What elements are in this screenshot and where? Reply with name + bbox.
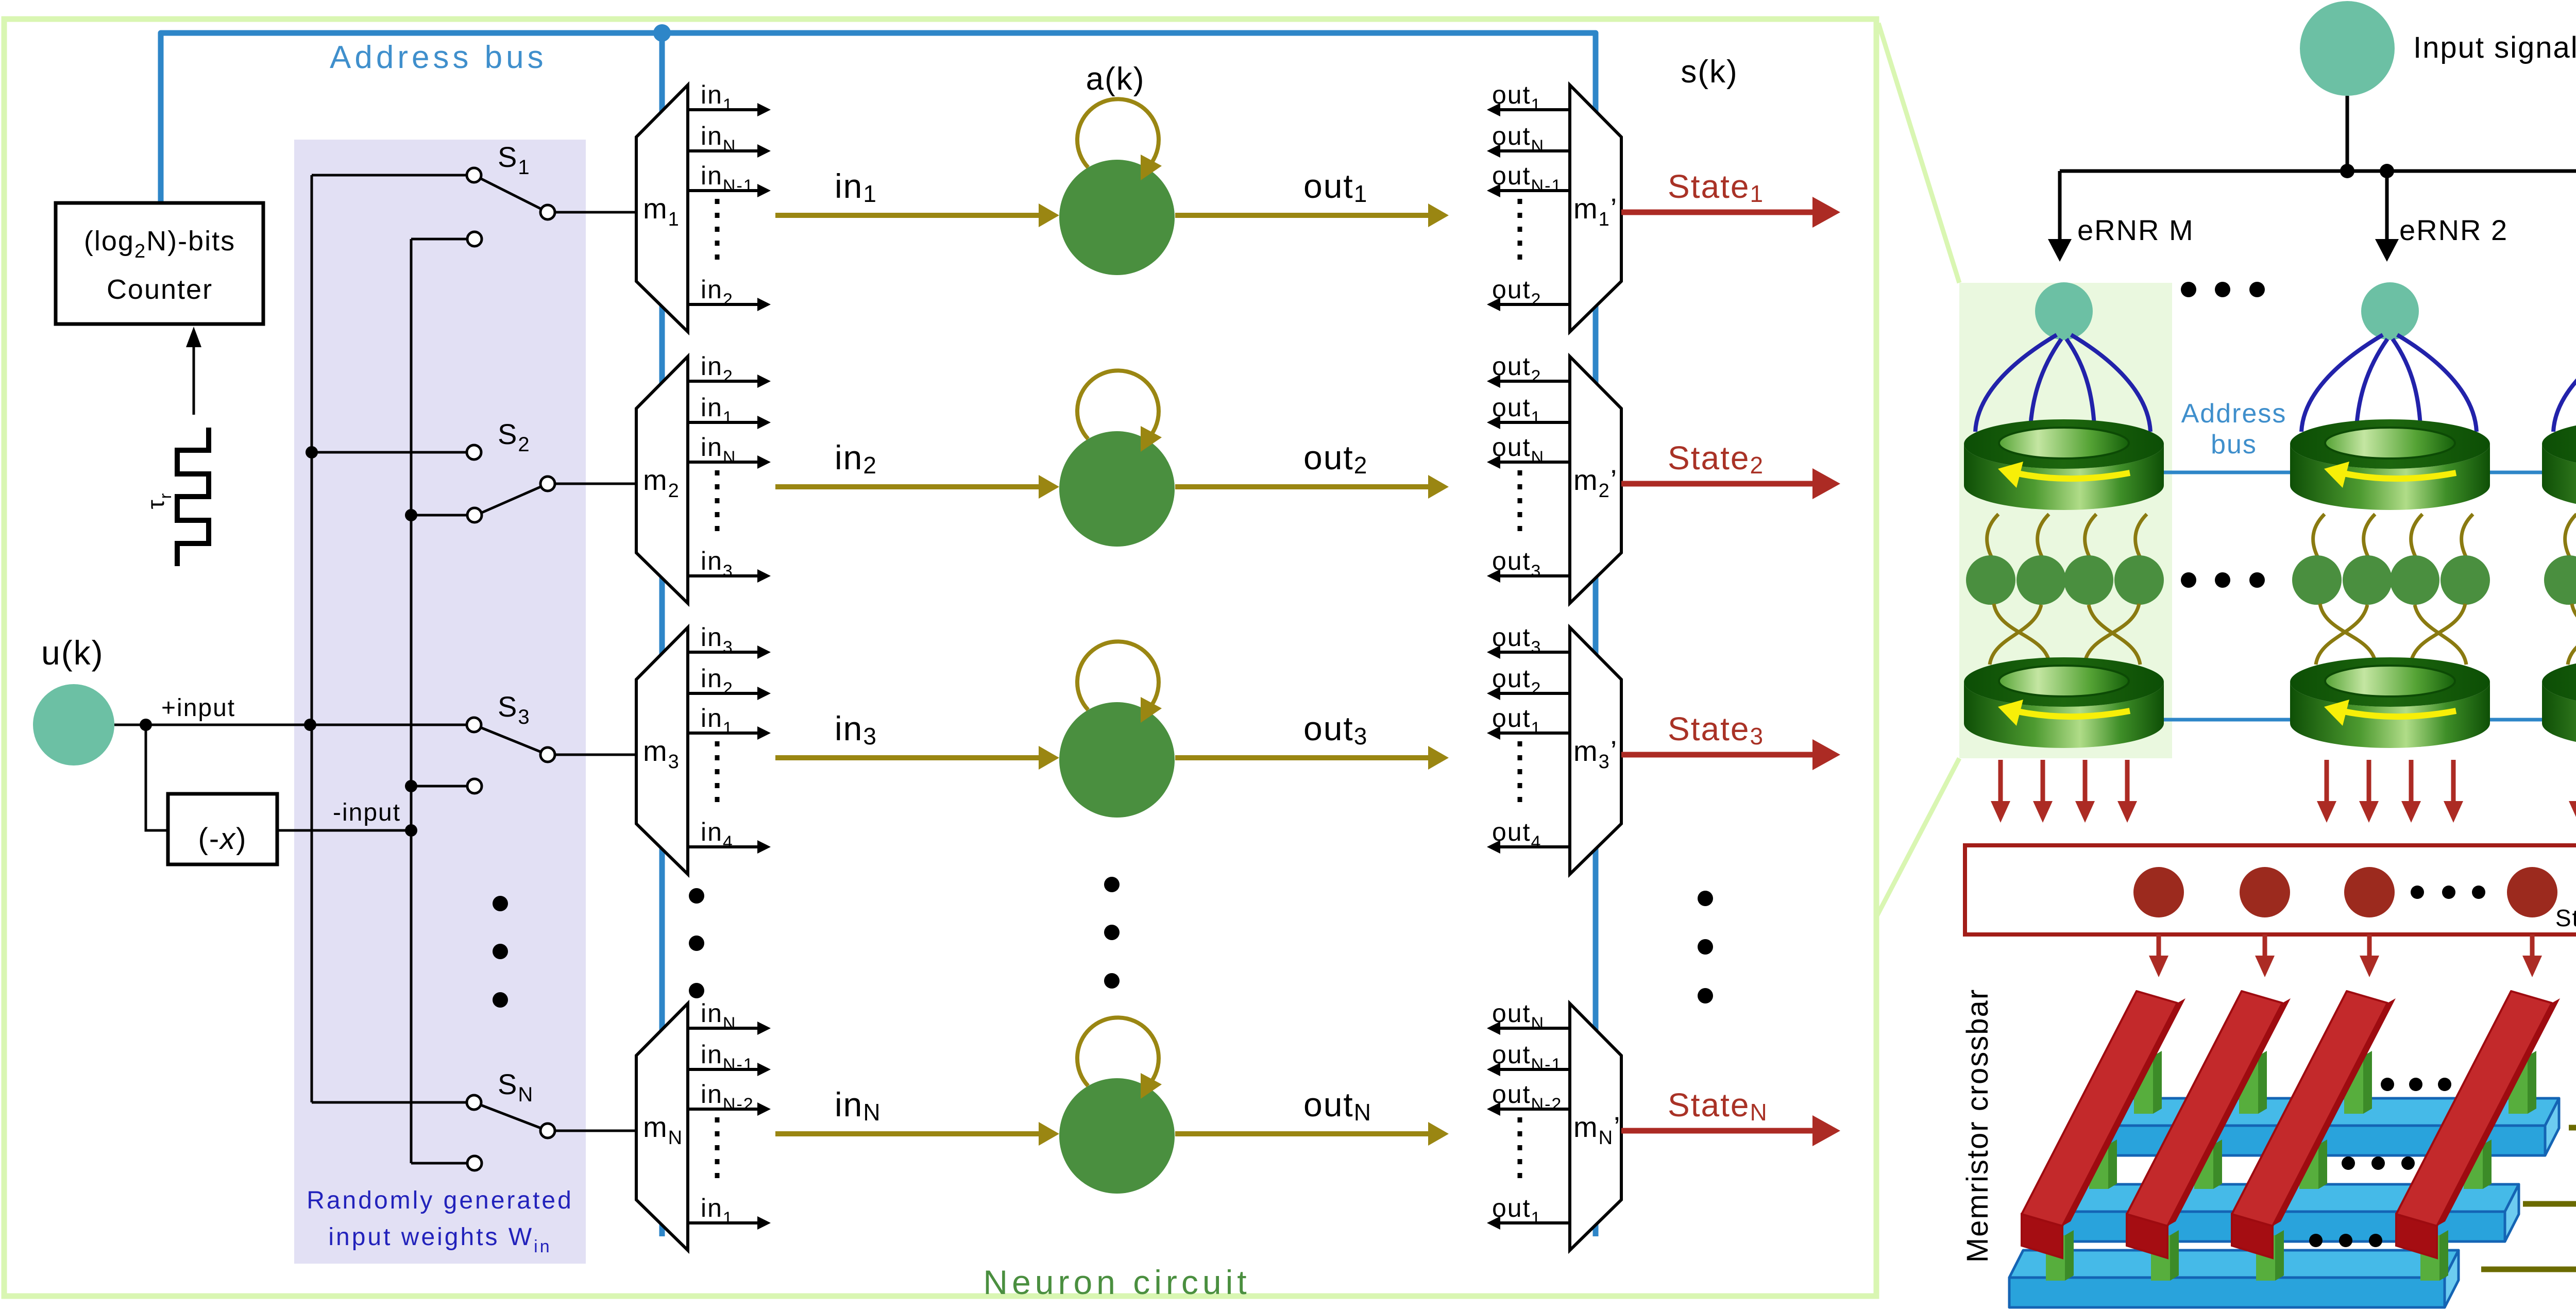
svg-text:s(k): s(k) — [1681, 54, 1738, 90]
svg-text:m2: m2 — [643, 464, 680, 502]
svg-text:mN’: mN’ — [1573, 1111, 1621, 1149]
svg-text:out2: out2 — [1303, 438, 1368, 479]
svg-text:outN-1: outN-1 — [1492, 161, 1562, 196]
svg-text:eRNR M: eRNR M — [2077, 214, 2194, 246]
svg-text:StateN: StateN — [1668, 1086, 1768, 1126]
svg-text:Counter: Counter — [107, 274, 213, 305]
svg-text:m2’: m2’ — [1573, 464, 1618, 502]
svg-text:u(k): u(k) — [41, 634, 104, 672]
svg-text:(log2N)-bits: (log2N)-bits — [84, 226, 235, 262]
svg-text:m3’: m3’ — [1573, 735, 1618, 773]
svg-text:inN: inN — [835, 1085, 882, 1126]
svg-text:Input signal: Input signal — [2413, 31, 2576, 64]
svg-text:State1: State1 — [1668, 168, 1764, 207]
svg-text:Memristor crossbar: Memristor crossbar — [1961, 989, 1994, 1263]
svg-text:m1’: m1’ — [1573, 192, 1618, 230]
svg-text:State3: State3 — [1668, 710, 1764, 750]
svg-text:eRNR 2: eRNR 2 — [2399, 214, 2508, 246]
svg-text:Neuron circuit: Neuron circuit — [983, 1263, 1250, 1301]
svg-text:bus: bus — [2211, 430, 2257, 460]
svg-text:+input: +input — [161, 694, 235, 722]
svg-text:(-x): (-x) — [198, 822, 247, 856]
svg-text:-input: -input — [333, 799, 401, 826]
svg-text:State2: State2 — [1668, 439, 1764, 479]
svg-text:a(k): a(k) — [1086, 61, 1145, 97]
svg-text:out1: out1 — [1492, 80, 1541, 115]
svg-text:outN: outN — [1492, 999, 1545, 1033]
svg-text:in1: in1 — [701, 704, 734, 738]
svg-text:Address bus: Address bus — [330, 40, 547, 75]
svg-text:Address: Address — [2181, 399, 2287, 429]
svg-text:Randomly generated: Randomly generated — [307, 1187, 573, 1214]
svg-text:inN-2: inN-2 — [701, 1080, 754, 1114]
svg-text:State channels: State channels — [2555, 905, 2576, 931]
